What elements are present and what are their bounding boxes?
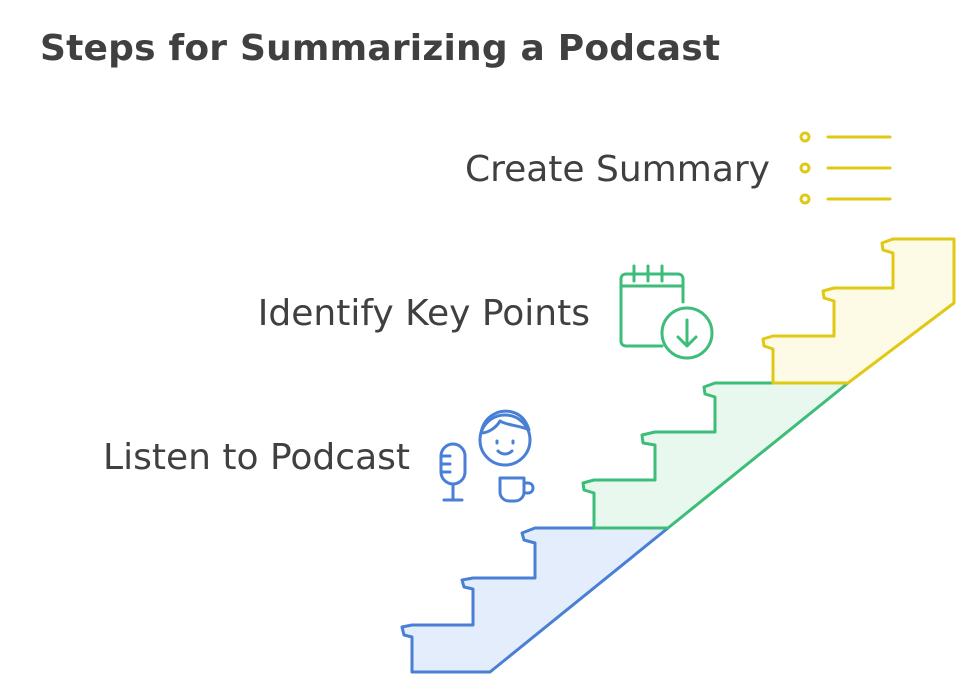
list-icon [799, 131, 892, 205]
calendar-download-icon [619, 264, 714, 360]
step-label-listen: Listen to Podcast [103, 437, 410, 478]
stair-segment-create [761, 237, 956, 385]
person-face-icon [478, 409, 532, 467]
coffee-cup-icon [498, 476, 535, 503]
step-label-identify: Identify Key Points [257, 293, 590, 334]
step-label-create: Create Summary [464, 149, 770, 190]
stair-segment-identify [581, 381, 850, 530]
microphone-icon [439, 442, 467, 502]
stair-segment-listen [400, 526, 670, 674]
diagram-title: Steps for Summarizing a Podcast [40, 28, 721, 69]
